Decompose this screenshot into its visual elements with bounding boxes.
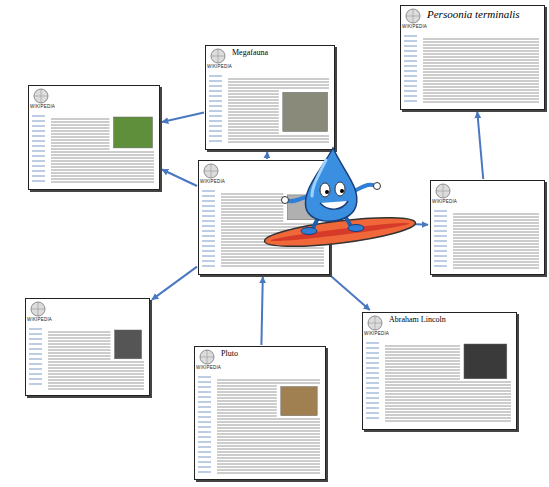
page-texture: [26, 299, 149, 395]
article-title: Abraham Lincoln: [389, 315, 512, 324]
wikipedia-wordmark: WIKIPEDIA: [196, 365, 221, 370]
page-header: WIKIPEDIA: [29, 86, 159, 112]
page-header: WIKIPEDIA Megafauna: [206, 46, 334, 72]
wiki-page: WIKIPEDIA: [25, 298, 150, 396]
article-title: Pluto: [221, 349, 321, 358]
wikipedia-wordmark: WIKIPEDIA: [432, 199, 457, 204]
wiki-page: WIKIPEDIA Abraham Lincoln: [362, 312, 517, 430]
wikipedia-wordmark: WIKIPEDIA: [207, 64, 232, 69]
page-texture: [206, 46, 334, 149]
link-arrow: [261, 277, 262, 345]
link-arrow: [331, 276, 370, 310]
wikipedia-wordmark: WIKIPEDIA: [30, 104, 55, 109]
link-arrow: [331, 220, 428, 224]
page-header: WIKIPEDIAPersoonia terminalis: [401, 6, 544, 32]
wiki-page: WIKIPEDIA Pluto: [194, 346, 326, 480]
wiki-page: WIKIPEDIA: [198, 160, 330, 275]
wiki-page: WIKIPEDIA Megafauna: [205, 45, 335, 150]
article-title: Persoonia terminalis: [427, 8, 540, 21]
link-arrow: [477, 112, 483, 179]
link-arrow: [162, 113, 204, 123]
page-header: WIKIPEDIA: [26, 299, 149, 325]
wiki-page: WIKIPEDIA: [430, 180, 545, 275]
page-texture: [29, 86, 159, 189]
page-texture: [431, 181, 544, 274]
page-texture: [199, 161, 329, 274]
page-header: WIKIPEDIA Pluto: [195, 347, 325, 373]
link-arrow: [266, 152, 268, 159]
wiki-page: WIKIPEDIA: [28, 85, 160, 190]
page-header: WIKIPEDIA: [199, 161, 329, 187]
page-texture: [401, 6, 544, 109]
link-arrow: [152, 267, 197, 300]
link-arrow: [162, 170, 197, 186]
wikipedia-wordmark: WIKIPEDIA: [27, 317, 52, 322]
article-title: Megafauna: [232, 48, 330, 57]
wikipedia-wordmark: WIKIPEDIA: [364, 331, 389, 336]
wiki-page: WIKIPEDIAPersoonia terminalis: [400, 5, 545, 110]
page-texture: [363, 313, 516, 429]
wikipedia-wordmark: WIKIPEDIA: [200, 179, 225, 184]
wikipedia-wordmark: WIKIPEDIA: [402, 24, 427, 29]
page-header: WIKIPEDIA: [431, 181, 544, 207]
page-header: WIKIPEDIA Abraham Lincoln: [363, 313, 516, 339]
